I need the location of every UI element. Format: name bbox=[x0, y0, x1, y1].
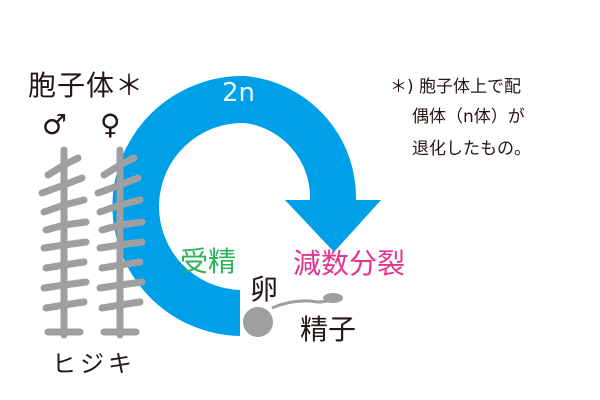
egg-icon bbox=[243, 307, 273, 337]
egg-label: 卵 bbox=[250, 273, 279, 306]
organism-label: ヒジキ bbox=[52, 350, 136, 378]
cycle-arrow-icon bbox=[112, 75, 381, 336]
footnote-line-3: 退化したもの。 bbox=[412, 139, 531, 159]
female-symbol: ♀ bbox=[100, 108, 121, 141]
footnote-marker: ＊) bbox=[390, 77, 414, 97]
hijiki-male-icon bbox=[38, 146, 90, 339]
ploidy-label: 2n bbox=[222, 78, 256, 108]
sperm-label: 精子 bbox=[300, 313, 357, 346]
sperm-icon bbox=[271, 293, 343, 310]
male-symbol: ♂ bbox=[42, 108, 68, 141]
hijiki-female-icon bbox=[94, 146, 146, 339]
meiosis-label: 減数分裂 bbox=[293, 247, 406, 280]
fertilization-label: 受精 bbox=[180, 245, 237, 278]
sporophyte-label: 胞子体＊ bbox=[28, 69, 145, 102]
footnote-line-2: 偶体（n体）が bbox=[412, 107, 525, 127]
footnote-text-1: 胞子体上で配 bbox=[419, 77, 522, 97]
footnote-line-1: ＊) 胞子体上で配 bbox=[390, 72, 521, 102]
